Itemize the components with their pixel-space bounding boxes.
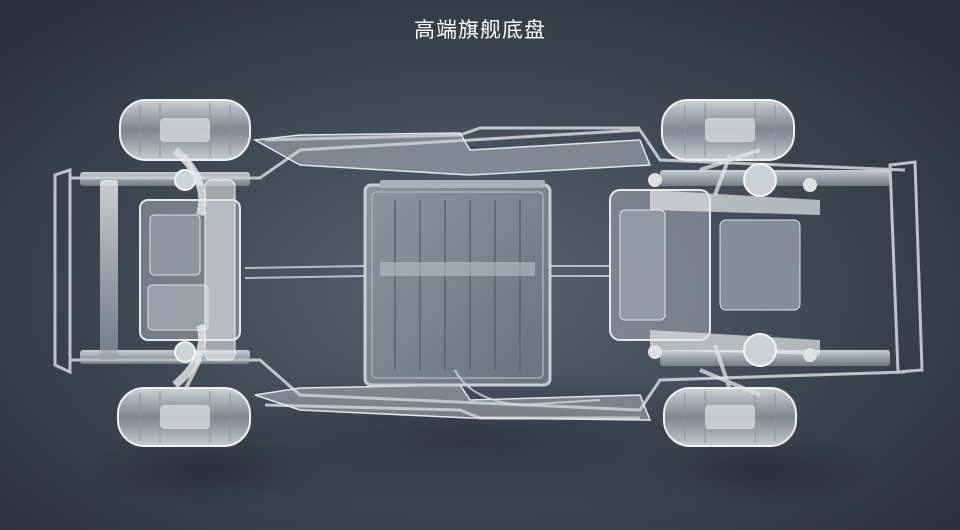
front-bumper-beam — [100, 180, 118, 360]
front-right-wheel — [117, 387, 251, 447]
side-sill — [252, 132, 652, 176]
side-sill — [254, 384, 652, 421]
front-left-wheel — [119, 99, 251, 161]
page-title: 高端旗舰底盘 — [414, 18, 546, 42]
rear-right-wheel — [663, 387, 797, 447]
battery-pack — [363, 180, 552, 387]
front-subframe — [139, 146, 241, 389]
rear-subframe — [609, 163, 820, 367]
rear-left-wheel — [661, 99, 795, 161]
cooling-lines — [244, 265, 610, 407]
suspension-links — [183, 148, 761, 397]
